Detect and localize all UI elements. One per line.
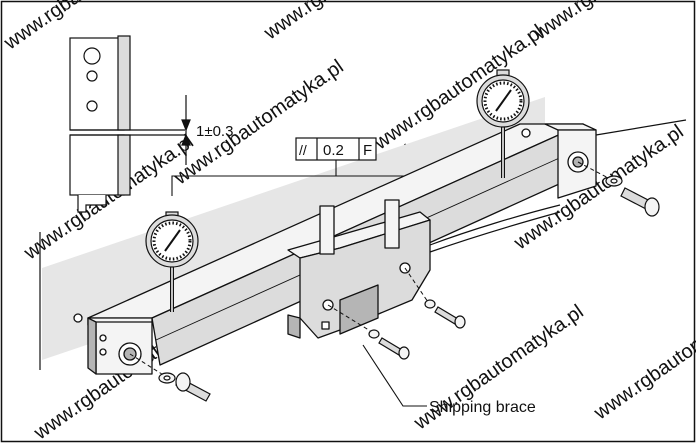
parallelism-value: 0.2	[323, 142, 344, 159]
washer-hole	[610, 178, 618, 184]
screw-head	[644, 197, 660, 217]
inset-upper-block-side	[117, 35, 131, 131]
brace-square-mark	[321, 321, 330, 330]
inset-hole	[86, 100, 98, 112]
assembly-line	[327, 304, 373, 333]
screw-head	[398, 346, 410, 360]
shipping-brace-label: Shipping brace	[429, 399, 536, 416]
cable	[595, 119, 687, 136]
datum-letter: F	[363, 142, 372, 159]
shipping-brace	[287, 199, 431, 339]
dimension-arrowhead	[181, 119, 191, 132]
washer	[424, 299, 436, 309]
gap-tolerance-label: 1±0.3	[196, 123, 233, 140]
gauge-needle	[164, 229, 181, 252]
screws	[158, 175, 660, 402]
parallelism-symbol: //	[299, 142, 307, 158]
dial-gauge-left	[145, 211, 199, 312]
dimension-arrowhead	[181, 133, 191, 146]
dial-gauge-right	[476, 69, 530, 178]
mounting-hole	[521, 128, 531, 138]
brace-front-face	[299, 219, 431, 339]
gauge-needle	[495, 89, 512, 112]
washer	[368, 329, 380, 339]
brace-window	[339, 284, 379, 335]
left-end-block-side	[87, 317, 97, 375]
screw-head	[454, 315, 466, 329]
parallelism-tolerance-frame: // 0.2 F	[295, 137, 377, 161]
assembly-lines	[129, 161, 613, 377]
left-end-small-hole	[99, 334, 107, 342]
inset-lower-block-side	[117, 134, 131, 196]
inset-hole	[83, 47, 101, 65]
mounting-hole	[73, 313, 83, 323]
washer-hole	[163, 375, 171, 381]
inset-mounting-foot	[77, 195, 107, 213]
gap-detail-inset	[69, 35, 191, 213]
reading-head-foot	[287, 314, 301, 339]
cable	[429, 204, 561, 246]
screw-head	[175, 372, 191, 392]
cable	[429, 211, 561, 253]
shipping-brace-leader	[362, 344, 427, 407]
brace-clamp	[384, 199, 400, 249]
brace-clamp	[319, 205, 335, 255]
gauge-ticks	[152, 221, 192, 261]
inset-hole	[86, 70, 98, 82]
gauge-ticks	[483, 81, 523, 121]
inset-lower-block	[69, 134, 125, 196]
left-end-small-hole	[99, 348, 107, 356]
